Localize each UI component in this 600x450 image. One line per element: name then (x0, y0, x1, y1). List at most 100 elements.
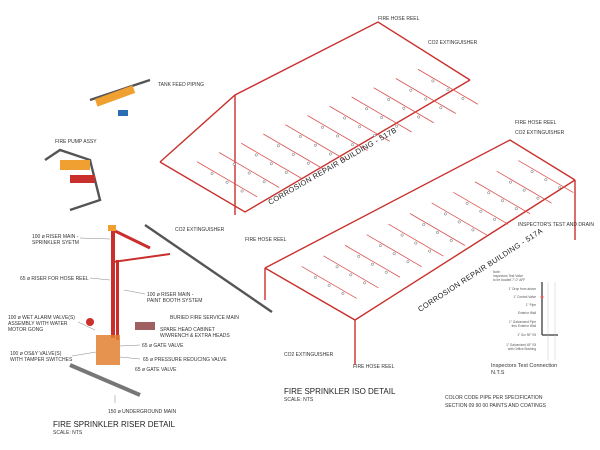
building-517b-pipework (159, 21, 479, 215)
label-fire-pump-assy: FIRE PUMP ASSY (55, 139, 97, 145)
inspector-note: Inspectors Test Valve (493, 274, 523, 278)
label-spare-head: SPARE HEAD CABINET (160, 327, 215, 333)
branch-pipe (329, 105, 390, 142)
riser-detail-scale: SCALE: NTS (53, 430, 83, 436)
label-inspectors-test-drain: INSPECTOR'S TEST AND DRAIN (518, 222, 594, 228)
sprinkler-head (276, 144, 280, 148)
inspector-galv: 1" Galvanized Pipe (509, 320, 536, 324)
branch-pipe (474, 181, 531, 215)
sprinkler-head (262, 180, 266, 184)
sprinkler-head (493, 217, 496, 221)
label-wet-alarm-2: ASSEMBLY WITH WATER (8, 321, 68, 327)
inspector-title: Inspectors Test Connection (491, 363, 557, 369)
sprinkler-head (291, 153, 295, 156)
sprinkler-head (558, 186, 561, 189)
inspector-galv45: 1" Galvanized 45° Ell (506, 343, 536, 347)
label-gate-valve: 65 ø GATE VALVE (142, 343, 184, 349)
branch-pipe (285, 124, 346, 161)
branch-pipe (373, 87, 434, 124)
label-osy-valve-2: WITH TAMPER SWITCHES (10, 357, 73, 363)
sprinkler-head (240, 189, 244, 193)
sprinkler-head (384, 270, 388, 274)
sprinkler-head (357, 254, 361, 258)
sprinkler-head (335, 265, 339, 269)
riser-detail-title: FIRE SPRINKLER RISER DETAIL (53, 420, 176, 429)
label-buried-main: BURIED FIRE SERVICE MAIN (170, 315, 239, 321)
sprinkler-head (341, 292, 345, 295)
sprinkler-head (247, 171, 251, 175)
sprinkler-head (269, 162, 273, 166)
sprinkler-head (400, 233, 404, 237)
label-spare-head-2: W/WRENCH & EXTRA HEADS (160, 333, 230, 339)
sprinkler-head (299, 135, 302, 138)
sprinkler-head (349, 273, 353, 277)
buried-fire-service-main (144, 224, 273, 313)
sprinkler-head (395, 124, 399, 128)
branch-pipe (395, 78, 457, 114)
sprinkler-head (465, 201, 469, 205)
label-riser-sprinkler: 100 ø RISER MAIN - (32, 234, 79, 240)
branch-pipe (453, 191, 509, 225)
label-fire-hose-reel: FIRE HOSE REEL (515, 120, 557, 126)
label-fire-hose-reel: FIRE HOSE REEL (245, 237, 287, 243)
sprinkler-head (232, 162, 236, 166)
sprinkler-head (449, 239, 453, 242)
sprinkler-head (439, 106, 443, 110)
inspector-note: to be located 7'-0" AFF (493, 278, 525, 282)
sprinkler-head (373, 134, 376, 137)
sprinkler-head (387, 98, 391, 101)
branch-pipe (301, 266, 357, 299)
branch-pipe (351, 96, 412, 133)
branch-pipe (496, 170, 552, 204)
sprinkler-head (327, 284, 331, 287)
branch-pipe (388, 223, 444, 257)
branch-pipe (518, 160, 574, 193)
branch-pipe (307, 115, 368, 151)
sprinkler-head (225, 180, 229, 184)
sprinkler-head (363, 281, 366, 285)
sprinkler-head (210, 172, 214, 175)
sprinkler-head (402, 106, 406, 110)
sprinkler-head (380, 116, 384, 119)
label-underground-main: 150 ø UNDERGROUND MAIN (108, 409, 176, 415)
sprinkler-head (284, 171, 288, 174)
sprinkler-head (436, 231, 439, 234)
sprinkler-head (509, 180, 512, 184)
spare-head-cabinet (135, 322, 155, 330)
label-wet-alarm-3: MOTOR GONG (8, 327, 43, 333)
label-prv: 65 ø PRESSURE REDUCING VALVE (143, 357, 227, 363)
sprinkler-head (461, 97, 465, 100)
sprinkler-head (428, 249, 431, 253)
label-building-517a: CORROSION REPAIR BUILDING - 517A (416, 226, 544, 314)
sprinkler-head (424, 97, 428, 101)
sprinkler-head (414, 241, 418, 245)
label-riser-hose-reel: 65 ø RISER FOR HOSE REEL (20, 276, 89, 282)
sprinkler-head (343, 116, 346, 120)
sprinkler-head (522, 188, 526, 192)
label-building-517b: CORROSION REPAIR BUILDING - 517B (267, 125, 399, 206)
label-co2-extinguisher: CO2 EXTINGUISHER (175, 227, 225, 233)
sprinkler-head (446, 88, 450, 92)
sprinkler-head (365, 107, 369, 111)
sprinkler-head (314, 276, 317, 279)
sprinkler-head (444, 212, 447, 216)
branch-pipe (417, 68, 479, 105)
inspector-drop: 1" Drop from above (508, 287, 536, 291)
sprinkler-head (321, 125, 324, 129)
inspector-scale: N.T.S (491, 370, 505, 376)
riser-assembly (69, 225, 171, 397)
label-fire-hose-reel: FIRE HOSE REEL (353, 364, 395, 370)
sprinkler-head (487, 191, 491, 195)
branch-pipe (196, 161, 258, 198)
branch-pipe (431, 202, 487, 236)
inspector-elbow: 1" Scr 90° Ell (517, 333, 536, 337)
sprinkler-head (479, 209, 483, 213)
inspector-galv45-2: with Orifice Bushing (508, 347, 536, 351)
label-co2-extinguisher: CO2 EXTINGUISHER (515, 130, 565, 136)
inspector-pipe: 1" Pipe (526, 303, 536, 307)
sprinkler-head (544, 178, 548, 181)
sprinkler-head (392, 252, 396, 256)
label-riser-paint: 100 ø RISER MAIN - (147, 292, 194, 298)
label-riser-sprinkler-2: SPRINKLER SYETM (32, 240, 79, 246)
